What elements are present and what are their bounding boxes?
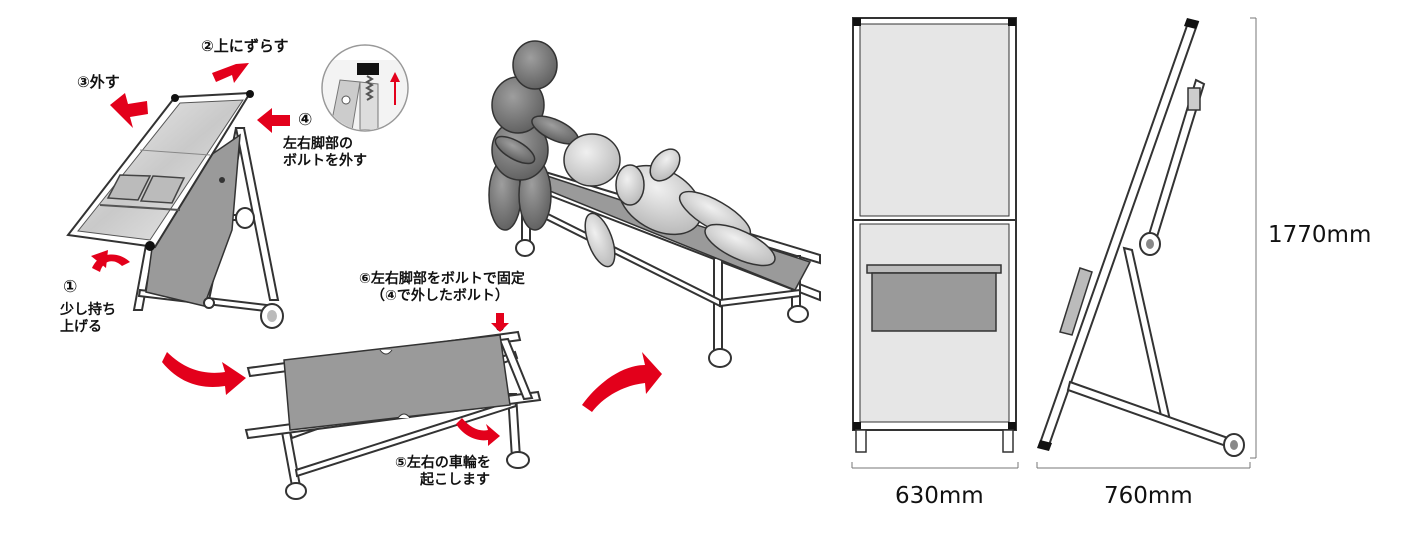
step1-line1: 少し持ち: [60, 302, 116, 318]
step1-number: ①: [63, 277, 78, 297]
step6-line1: ⑥左右脚部をボルトで固定: [359, 271, 525, 288]
step3-text: 外す: [89, 73, 120, 91]
step5-line1: ⑤左右の車輪を: [395, 455, 491, 472]
step5-text: 左右の車輪を: [406, 455, 491, 471]
step2-text: 上にずらす: [213, 37, 289, 55]
folded-board-illustration: [66, 90, 284, 329]
step5-line2: 起こします: [420, 472, 490, 488]
dimension-lines: [851, 17, 1257, 469]
step6-number: ⑥: [359, 271, 371, 287]
red-arrow-icon: [582, 352, 662, 412]
step3-label: ③外す: [77, 74, 120, 91]
step4-number: ④: [298, 110, 313, 130]
bolt-icon: [321, 44, 409, 132]
step2-label: ②上にずらす: [201, 38, 289, 55]
step6-line2: （④で外したボルト）: [371, 288, 509, 304]
flat-stretcher-illustration: [244, 323, 542, 500]
width-dimension: 630mm: [895, 483, 984, 509]
red-arrow-icon: [110, 93, 148, 128]
depth-dimension: 760mm: [1104, 483, 1193, 509]
step5-number: ⑤: [395, 455, 407, 471]
step4-line2: ボルトを外す: [283, 153, 367, 169]
red-arrow-icon: [491, 313, 509, 332]
height-dimension: 1770mm: [1268, 222, 1372, 248]
red-arrow-icon: [257, 108, 290, 133]
side-view-illustration: [1037, 18, 1245, 457]
red-arrow-icon: [212, 63, 249, 83]
red-arrow-icon: [456, 418, 500, 446]
front-view-illustration: [852, 17, 1017, 453]
step4-line1: 左右脚部の: [283, 136, 353, 152]
step2-number: ②: [201, 37, 214, 55]
step6-text: 左右脚部をボルトで固定: [370, 271, 525, 287]
red-arrow-icon: [91, 250, 130, 272]
red-arrow-icon: [162, 352, 246, 395]
step1-line2: 上げる: [60, 319, 102, 335]
patient-transport-illustration: [488, 40, 821, 368]
step3-number: ③: [77, 73, 90, 91]
